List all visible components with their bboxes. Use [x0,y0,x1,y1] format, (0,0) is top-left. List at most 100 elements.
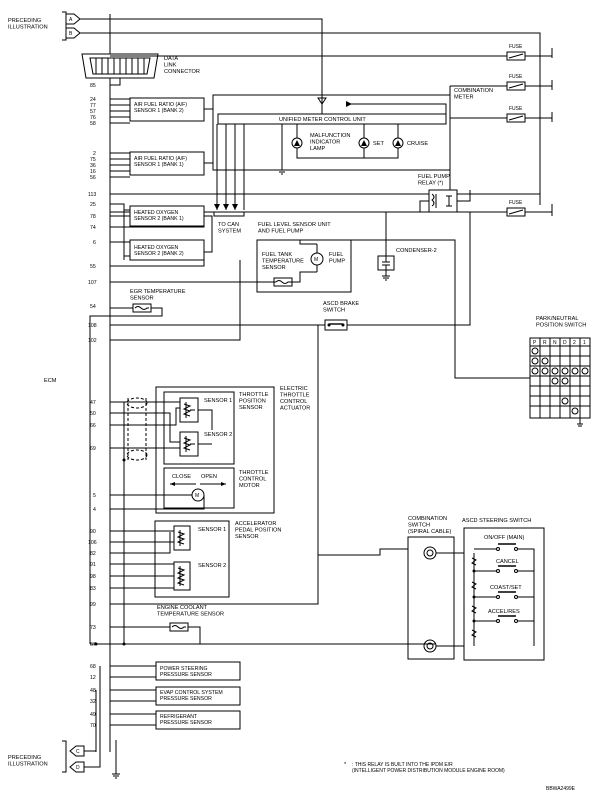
pin-57: 57 [90,109,96,115]
pin-25: 25 [90,202,96,208]
fuse-label-4: FUSE [509,200,523,206]
fuse-label-2: FUSE [509,74,523,80]
connector-d-letter: D [76,765,80,771]
pin-85: 85 [90,83,96,89]
pin-54: 54 [90,304,96,310]
pin-5: 5 [93,493,96,499]
footnote-star: * [344,762,347,768]
cancel-label: CANCEL [496,559,519,565]
pin-91: 91 [90,562,96,568]
pin-6: 6 [93,240,96,246]
pin-98: 98 [90,574,96,580]
pin-106: 106 [88,540,97,546]
pin-70: 70 [90,723,96,729]
fuse-label-3: FUSE [509,106,523,112]
onoff-main-label: ON/OFF (MAIN) [484,535,525,541]
pin-99: 99 [90,602,96,608]
cruise-label: CRUISE [407,141,428,147]
pin-102: 102 [88,338,97,344]
pin-75: 75 [90,157,96,163]
throttle-motor-icon: M [195,493,199,499]
pin-108: 108 [88,323,97,329]
open-label: OPEN [201,474,217,480]
pn-header-2: 2 [573,340,576,346]
connector-a-letter: A [69,17,73,23]
pin-74: 74 [90,225,96,231]
pin-67: 67 [90,642,96,648]
af-sensor-bank1: AIR FUEL RATIO (A/F)SENSOR 1 (BANK 1) [129,151,205,176]
connector-c-icon [69,745,85,757]
ascd-steering-switch: ASCD STEERING SWITCH ON/OFF (MAIN) CANCE… [462,518,545,661]
pin-69: 69 [90,446,96,452]
pin-66: 66 [90,423,96,429]
connector-b-icon [65,27,81,39]
pn-header-N: N [553,340,557,346]
ascd-steering-label: ASCD STEERING SWITCH [462,518,531,524]
pn-header-P: P [533,340,537,346]
coast-set-label: COAST/SET [490,585,522,591]
tps-sensor2-label: SENSOR 2 [204,432,232,438]
pin-56: 56 [90,175,96,181]
pin-48: 48 [90,688,96,694]
pin-90: 90 [90,529,96,535]
af-sensor-bank2: AIR FUEL RATIO (A/F)SENSOR 1 (BANK 2) [129,97,205,122]
fuse-label-1: FUSE [509,44,523,50]
tps-sensor1-label: SENSOR 1 [204,398,232,404]
pin-32: 32 [90,699,96,705]
pin-68: 68 [90,664,96,670]
app-sensor2-label: SENSOR 2 [198,563,226,569]
pin-49: 49 [90,712,96,718]
pn-header-R: R [543,340,547,346]
pin-36: 36 [90,163,96,169]
condenser-label: CONDENSER-2 [396,248,437,254]
pin-83: 83 [90,586,96,592]
pin-12: 12 [90,675,96,681]
pin-76: 76 [90,115,96,121]
pin-55: 55 [90,264,96,270]
connector-d-icon [69,761,85,773]
pin-82: 82 [90,551,96,557]
ecm-label: ECM [44,378,57,384]
pin-77: 77 [90,103,96,109]
pin-73: 73 [90,625,96,631]
pn-header-D: D [563,340,567,346]
af-sensor-bank1-label: AIR FUEL RATIO (A/F)SENSOR 1 (BANK 1) [134,156,187,168]
condenser-2: CONDENSER-2 [377,240,437,281]
footnote-text: : THIS RELAY IS BUILT INTO THE IPDM E/R(… [352,762,505,774]
pin-47: 47 [90,400,96,406]
